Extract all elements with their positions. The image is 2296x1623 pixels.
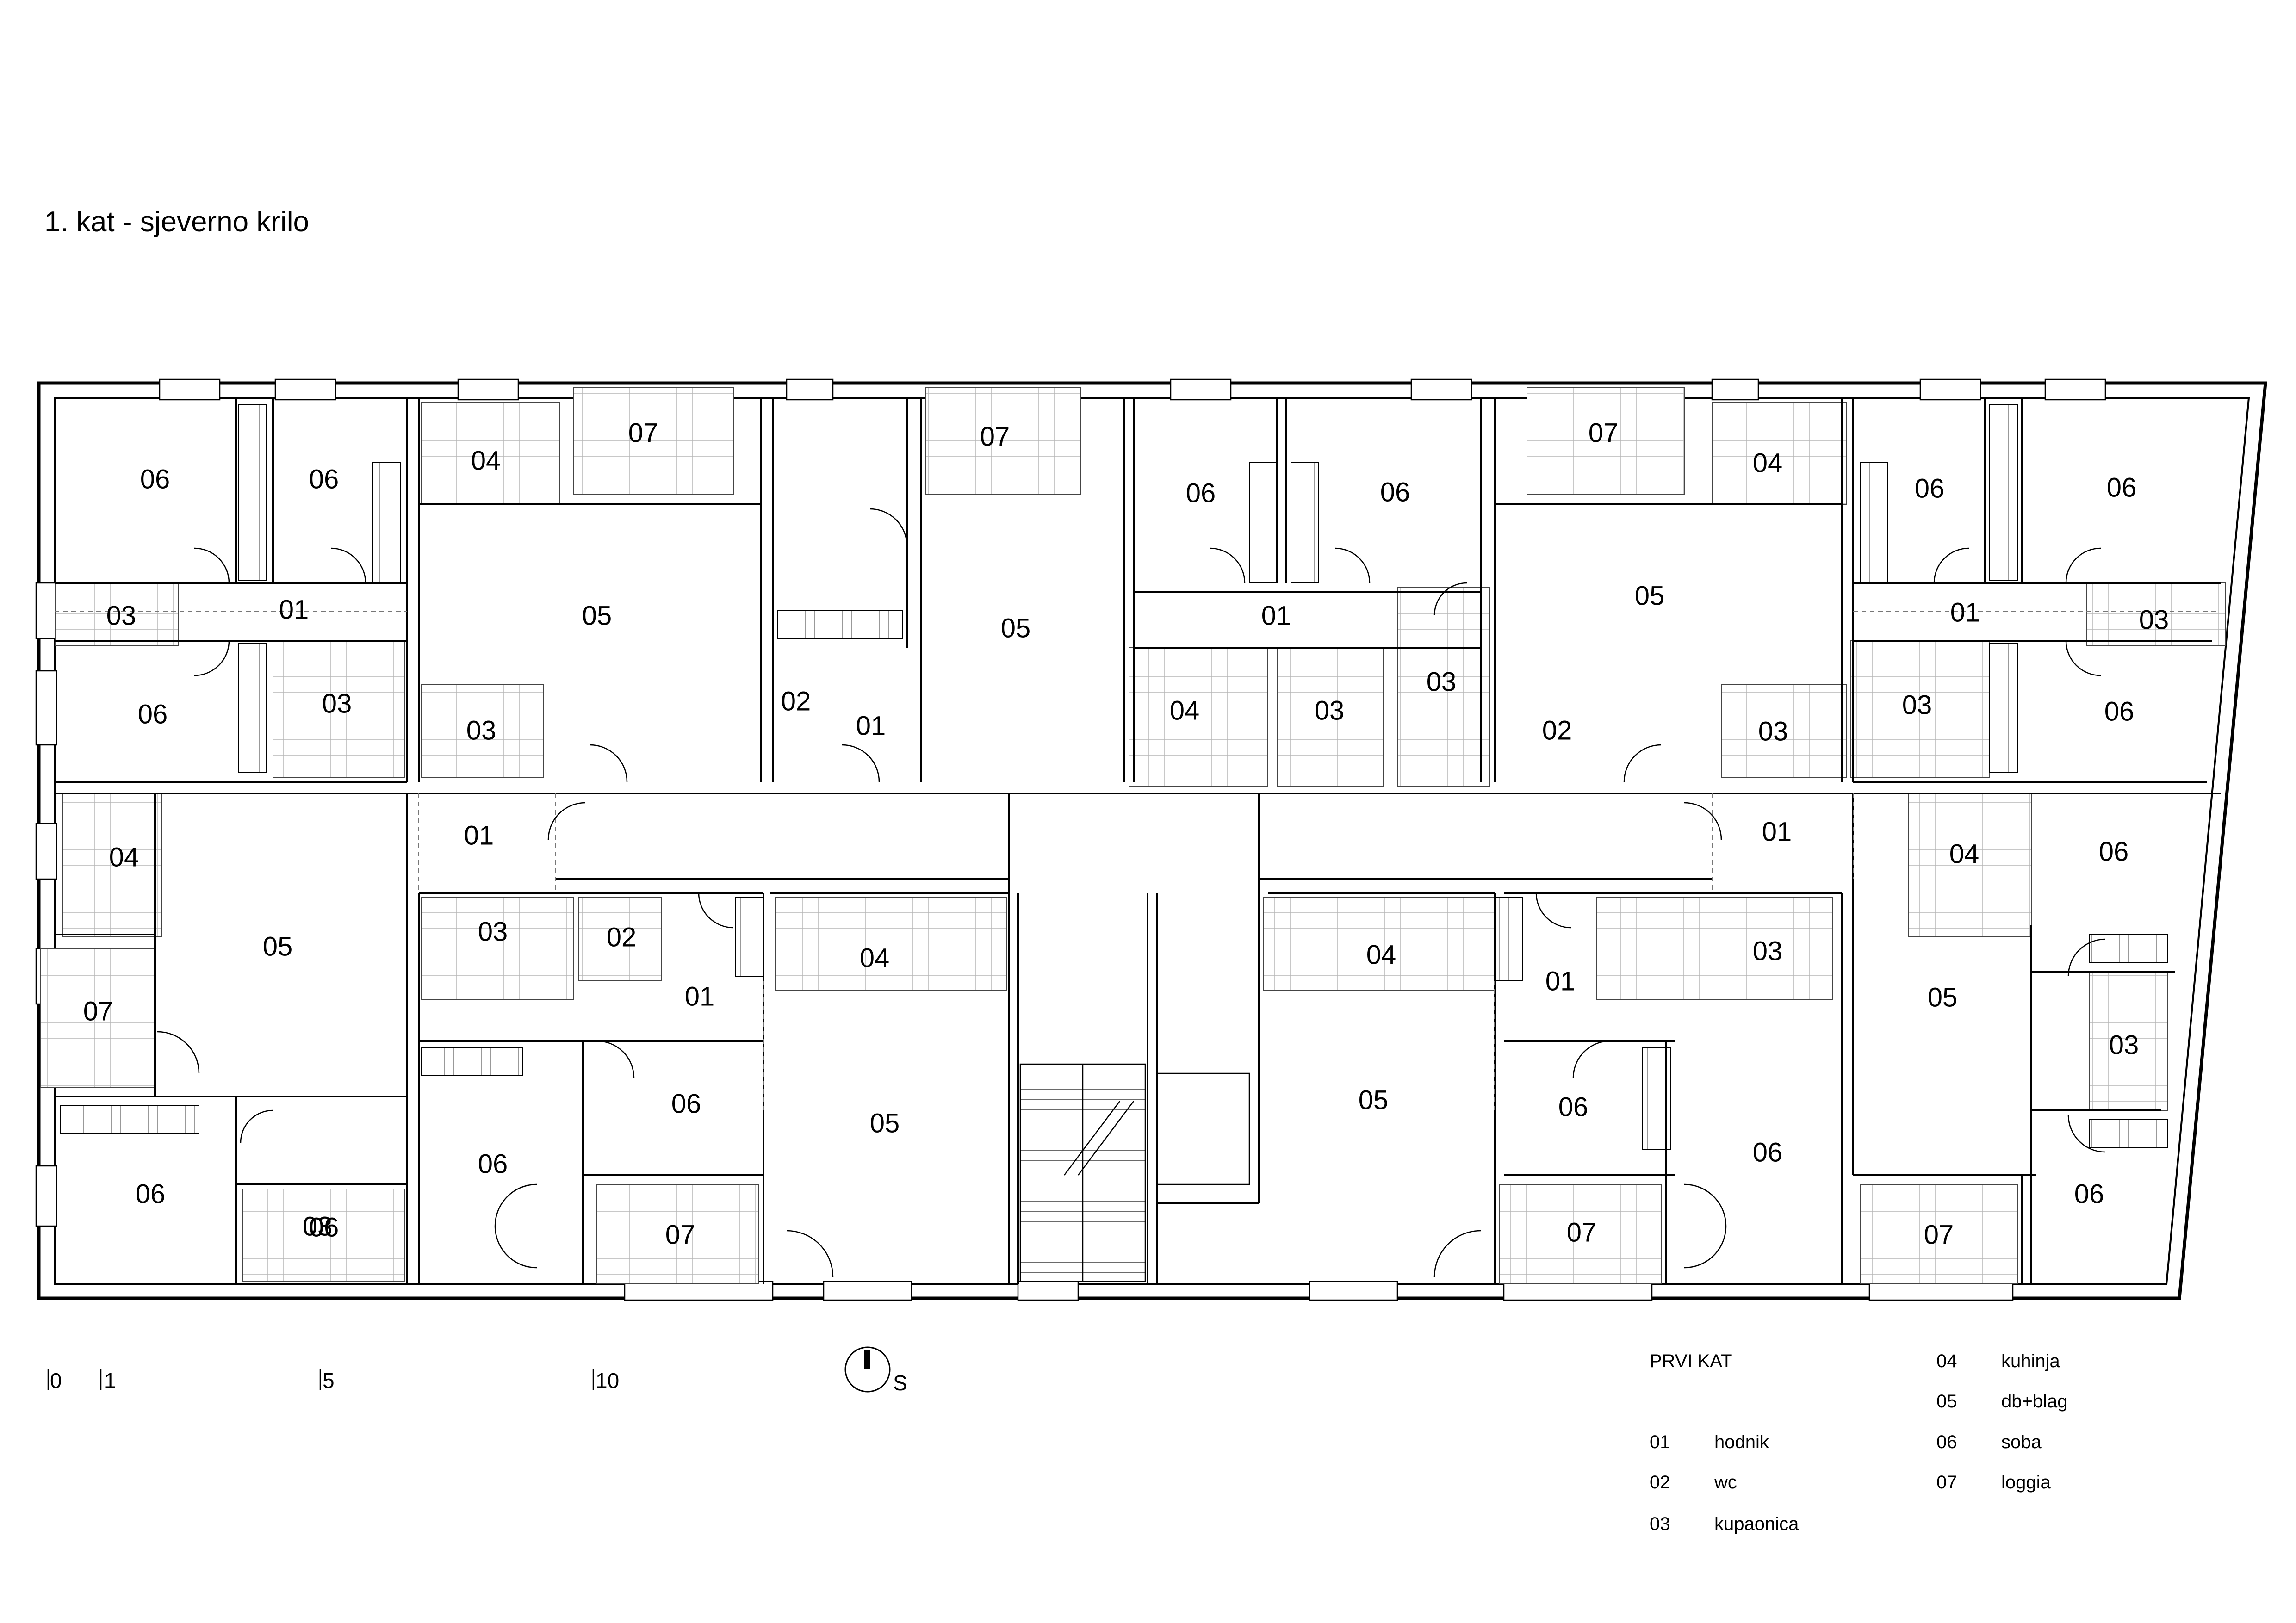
room-label: 07: [83, 996, 113, 1026]
room-label: 05: [870, 1108, 900, 1138]
room-label: 07: [1924, 1220, 1954, 1250]
room-label: 07: [628, 418, 658, 448]
room-label: 06: [140, 464, 170, 494]
north-arrow-icon: S: [844, 1346, 907, 1395]
windows-north: [159, 378, 2106, 401]
legend-code: 07: [1936, 1472, 1957, 1493]
scale-tick-5: 5: [323, 1369, 335, 1393]
room-label: 03: [478, 917, 508, 947]
legend-name: hodnik: [1714, 1432, 1769, 1452]
room-label: 05: [582, 601, 612, 631]
room-label: 06: [136, 1179, 166, 1209]
legend-code: 03: [1650, 1514, 1670, 1534]
room-label: 03: [1315, 695, 1345, 725]
room-label: 03: [106, 601, 137, 631]
room-label: 01: [856, 711, 886, 741]
room-label: 06: [2074, 1179, 2104, 1209]
legend-name: kupaonica: [1714, 1514, 1799, 1534]
legend-heading: PRVI KAT: [1650, 1351, 1732, 1371]
room-label: 04: [1949, 839, 1980, 869]
scale-tick-0: 0: [50, 1369, 62, 1393]
room-label: 01: [1762, 817, 1792, 847]
room-label: 06: [671, 1089, 701, 1119]
room-label: 01: [1545, 966, 1576, 996]
room-label: 03: [2139, 605, 2169, 635]
room-label: 04: [1170, 695, 1200, 725]
room-label: 07: [665, 1220, 695, 1250]
room-label: 05: [1359, 1085, 1389, 1115]
legend-name: loggia: [2001, 1472, 2051, 1493]
legend-name: soba: [2001, 1432, 2042, 1452]
room-label: 06: [1380, 477, 1410, 507]
room-label: 06: [309, 1212, 339, 1242]
room-label: 02: [607, 922, 637, 952]
room-label: 01: [1261, 601, 1291, 631]
room-label: 06: [478, 1149, 508, 1179]
room-label: 03: [1758, 716, 1788, 746]
wet-rooms: [55, 402, 2226, 1282]
room-label: 03: [1427, 667, 1457, 697]
room-label: 03: [322, 688, 352, 719]
wardrobes: [60, 404, 2168, 1150]
interior-walls: [55, 398, 2221, 1284]
doors: [157, 508, 2106, 1277]
legend-code: 01: [1650, 1432, 1670, 1452]
room-label: 01: [279, 595, 309, 625]
scale-tick-1: 1: [104, 1369, 116, 1393]
room-label: 06: [1186, 478, 1216, 508]
room-label: 05: [1635, 581, 1665, 611]
room-labels: 06 06 04 07 07 06 06 07 04 06 06 03 01 0…: [83, 418, 2169, 1250]
room-label: 01: [685, 981, 715, 1011]
room-label: 06: [2107, 472, 2137, 502]
legend-code: 04: [1936, 1351, 1957, 1371]
room-label: 03: [466, 715, 496, 745]
windows-south: [624, 1281, 2014, 1301]
corridor-dashes: [55, 611, 2216, 1110]
room-label: 06: [138, 699, 168, 729]
room-label: 06: [309, 464, 339, 494]
legend-name: kuhinja: [2001, 1351, 2060, 1371]
room-label: 06: [1753, 1137, 1783, 1167]
room-label: 05: [263, 931, 293, 961]
room-label: 04: [1366, 940, 1396, 970]
room-label: 04: [471, 446, 501, 476]
room-label: 04: [1753, 448, 1783, 478]
room-label: 07: [980, 421, 1010, 452]
room-label: 06: [2104, 696, 2135, 726]
drawing-title: 1. kat - sjeverno krilo: [44, 206, 309, 238]
legend-code: 06: [1936, 1432, 1957, 1452]
room-label: 01: [1950, 597, 1980, 627]
legend-name: db+blag: [2001, 1391, 2067, 1412]
room-label: 04: [109, 842, 139, 872]
room-label: 07: [1567, 1217, 1597, 1247]
room-label: 03: [1753, 936, 1783, 966]
room-label: 06: [1915, 473, 1945, 503]
room-label: 03: [1902, 690, 1932, 720]
room-label: 05: [1928, 982, 1958, 1012]
room-label: 05: [1001, 613, 1031, 643]
room-label: 02: [1542, 715, 1572, 745]
staircase: [1019, 1063, 1250, 1282]
scale-tick-10: 10: [596, 1369, 619, 1393]
room-label: 01: [464, 820, 494, 850]
room-label: 06: [1558, 1092, 1589, 1122]
north-arrow-label: S: [893, 1371, 907, 1395]
room-label: 04: [860, 943, 890, 973]
room-label: 06: [2099, 836, 2129, 867]
room-label: 03: [303, 1211, 333, 1241]
legend-code: 05: [1936, 1391, 1957, 1412]
room-label: 02: [781, 686, 811, 716]
room-label: 03: [2109, 1030, 2139, 1060]
room-label: 07: [1589, 418, 1619, 448]
scale-bar: 0 1 5 10: [47, 1369, 619, 1393]
loggias: [40, 387, 2018, 1284]
legend-code: 02: [1650, 1472, 1670, 1493]
legend: PRVI KAT 01 hodnik 02 wc 03 kupaonica 04…: [1650, 1351, 2067, 1534]
legend-name: wc: [1714, 1472, 1737, 1493]
